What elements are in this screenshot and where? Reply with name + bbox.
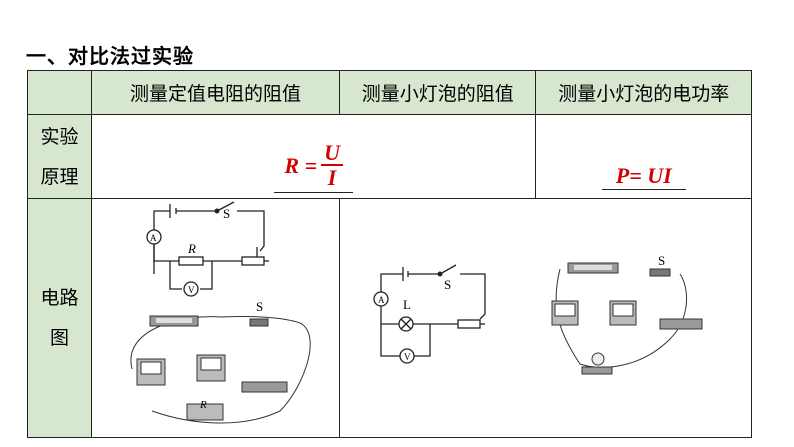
row-header-principle: 实验 原理 xyxy=(27,114,92,199)
resistance-formula-cell: R = U I xyxy=(90,114,537,199)
resistor-label: R xyxy=(187,241,196,256)
resistor-physical-setup xyxy=(130,315,311,424)
power-formula: P= UI xyxy=(601,163,686,190)
column-header-fixed-resistor: 测量定值电阻的阻值 xyxy=(91,70,340,115)
resistor-label-photo: R xyxy=(199,399,207,411)
row-header-principle-line1: 实验 xyxy=(40,125,79,148)
diagram-row: 电路 图 xyxy=(27,198,752,438)
switch-label-photo: S xyxy=(256,299,263,314)
resistor-circuit-figure: S A R V S R xyxy=(130,201,311,424)
row-header-diagram-line1: 电路 xyxy=(40,287,79,309)
diagram-cell-resistor: S A R V S R xyxy=(91,198,340,438)
formula-numerator: U xyxy=(321,142,344,166)
column-header-lamp-resistance: 测量小灯泡的阻值 xyxy=(338,70,537,115)
ammeter-label-lamp: A xyxy=(378,295,385,305)
formula-fraction: U I xyxy=(321,142,344,190)
principle-row: 实验 原理 R = U I P= UI xyxy=(27,114,752,199)
switch-label: S xyxy=(223,206,230,221)
header-corner xyxy=(27,70,92,115)
row-header-diagram: 电路 图 xyxy=(27,198,92,438)
diagram-cell-lamp: A L S V S xyxy=(339,198,752,438)
lamp-circuit-figure: A L S V S xyxy=(373,253,703,375)
row-header-principle-line2: 原理 xyxy=(40,165,79,188)
table-header-row: 测量定值电阻的阻值 测量小灯泡的阻值 测量小灯泡的电功率 xyxy=(27,70,752,115)
formula-denominator: I xyxy=(327,165,337,190)
row-header-diagram-line2: 图 xyxy=(49,327,69,349)
lamp-label: L xyxy=(403,297,411,312)
power-formula-cell: P= UI xyxy=(535,114,752,199)
section-heading: 一、对比法过实验 xyxy=(26,44,194,68)
switch-label-lamp: S xyxy=(444,277,451,292)
comparison-table: 测量定值电阻的阻值 测量小灯泡的阻值 测量小灯泡的电功率 实验 原理 R = U… xyxy=(27,70,752,438)
resistance-formula: R = U I xyxy=(274,142,354,193)
lamp-schematic xyxy=(373,264,486,364)
column-header-lamp-power: 测量小灯泡的电功率 xyxy=(535,70,752,115)
voltmeter-label-lamp: V xyxy=(404,352,411,362)
switch-label-lamp-photo: S xyxy=(658,253,665,268)
voltmeter-label: V xyxy=(188,285,195,295)
lamp-physical-setup xyxy=(551,262,703,375)
resistor-schematic xyxy=(146,201,269,297)
formula-lhs: R = xyxy=(284,153,318,178)
ammeter-label: A xyxy=(150,233,157,243)
